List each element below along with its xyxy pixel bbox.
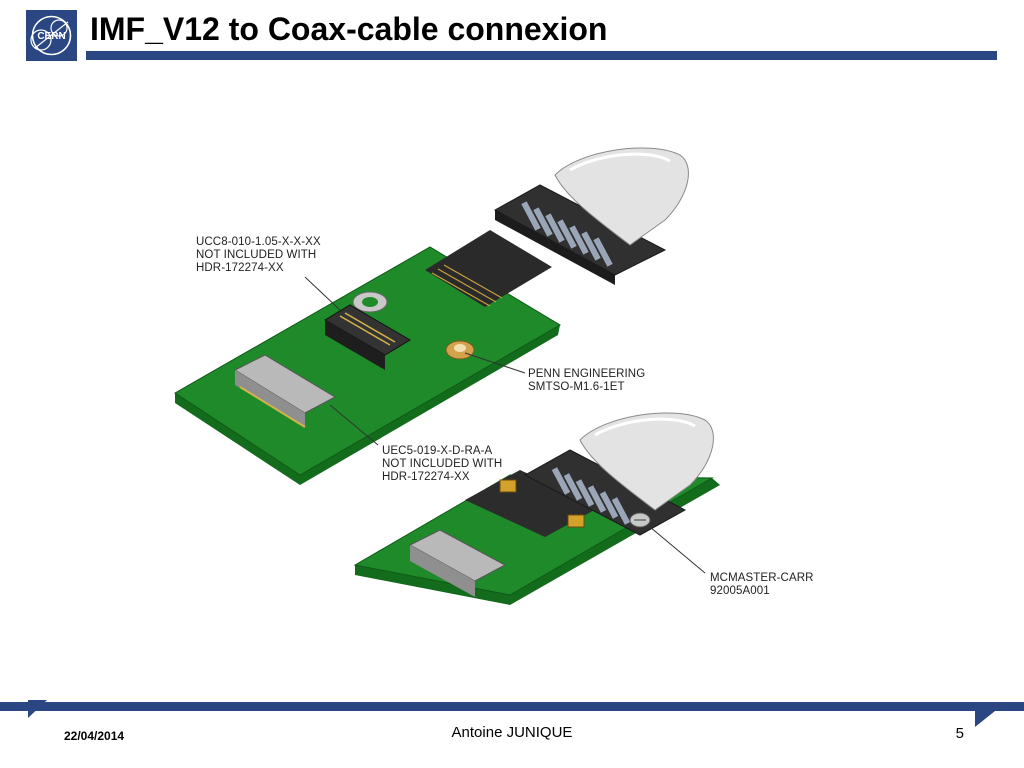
slide-title: IMF_V12 to Coax-cable connexion [90, 11, 608, 47]
top-uec5-connector-side [235, 370, 305, 427]
top-uec5-connector [233, 354, 337, 414]
footer-band-graphic [0, 700, 1024, 727]
leader-penn [464, 352, 526, 374]
footer-band [0, 700, 1024, 730]
cern-logo-text: CERN [37, 31, 65, 42]
bottom-uec5-connector [408, 529, 507, 582]
bottom-uec5-connector-side [410, 545, 475, 597]
top-ucc8-header [324, 304, 411, 356]
top-cable-highlight [569, 152, 671, 172]
leader-ucc8 [304, 276, 341, 311]
callout-ucc8: UCC8-010-1.05-X-X-XX NOT INCLUDED WITH H… [196, 236, 321, 274]
top-coax-body-side [495, 210, 615, 285]
bottom-coax-cable [579, 412, 714, 511]
footer-author-text: Antoine JUNIQUE [451, 724, 573, 741]
top-coax-cable [554, 147, 689, 246]
top-coax-contacts [521, 201, 613, 267]
footer-date: 22/04/2014 [64, 729, 125, 743]
top-ucc8-pins [339, 312, 396, 346]
footer-author: Antoine JUNIQUE [0, 724, 1024, 741]
callout-penn: PENN ENGINEERING SMTSO-M1.6-1ET [528, 368, 646, 393]
bottom-latch-left [499, 479, 517, 493]
leader-uec5 [329, 404, 379, 446]
callout-uec5: UEC5-019-X-D-RA-A NOT INCLUDED WITH HDR-… [382, 445, 503, 483]
assembly-illustration [174, 147, 720, 605]
callout-leaders [304, 276, 706, 574]
top-standoff-hole [362, 297, 378, 307]
top-ucc8-header-side [325, 320, 385, 370]
cern-logo-graphic: CERN [26, 10, 77, 61]
top-pem-nut-bore [454, 344, 466, 352]
bottom-latch-right [567, 514, 585, 528]
callout-mcmaster: MCMASTER-CARR 92005A001 [710, 572, 814, 597]
top-uec5-pins [239, 386, 306, 428]
top-ribbon-contacts [431, 264, 503, 307]
bottom-carrier [465, 470, 600, 537]
bottom-cable-highlight [594, 417, 696, 437]
page-number: 5 [955, 725, 964, 742]
leader-mcmaster [649, 526, 706, 574]
cern-logo: CERN [26, 10, 77, 61]
connector-assembly-drawing: UCC8-010-1.05-X-X-XX NOT INCLUDED WITH H… [160, 135, 880, 625]
bottom-coax-contacts [551, 467, 631, 525]
top-pcb [174, 246, 561, 476]
top-coax-body [493, 184, 667, 276]
title-rule [86, 51, 997, 60]
